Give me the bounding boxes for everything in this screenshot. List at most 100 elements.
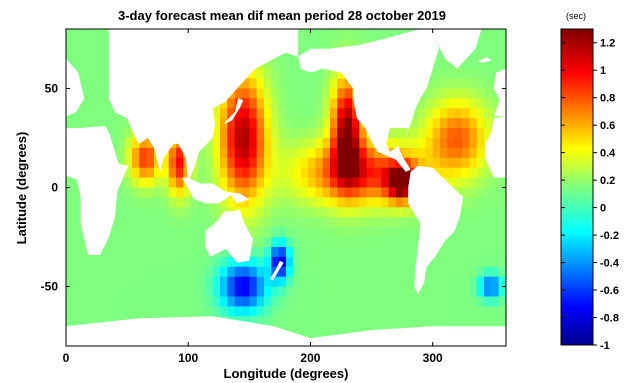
ocean-cell	[337, 237, 346, 248]
ocean-cell	[300, 217, 309, 228]
ocean-cell	[227, 286, 236, 298]
ocean-cell	[242, 167, 250, 179]
ocean-cell	[242, 256, 250, 268]
ocean-cell	[176, 187, 184, 199]
ocean-cell	[403, 187, 412, 199]
ocean-cell	[176, 246, 184, 258]
ocean-cell	[491, 88, 500, 99]
ocean-cell	[322, 29, 331, 40]
ocean-cell	[484, 98, 492, 109]
ocean-cell	[454, 266, 463, 278]
ocean-cell	[484, 118, 492, 129]
ocean-cell	[469, 207, 478, 218]
ocean-cell	[484, 286, 492, 298]
ocean-cell	[330, 276, 338, 288]
ocean-cell	[176, 167, 184, 179]
ocean-cell	[396, 276, 404, 288]
ocean-cell	[344, 286, 353, 298]
ocean-cell	[352, 246, 360, 258]
ocean-cell	[462, 237, 470, 248]
ocean-cell	[469, 276, 478, 288]
ocean-cell	[154, 246, 162, 258]
ocean-cell	[300, 167, 309, 179]
ocean-cell	[352, 276, 360, 288]
ocean-cell	[300, 157, 309, 169]
ocean-cell	[286, 108, 294, 119]
ocean-cell	[212, 137, 221, 149]
ocean-cell	[278, 128, 287, 139]
ocean-cell	[88, 316, 96, 327]
ocean-cell	[322, 147, 331, 159]
ocean-cell	[403, 177, 412, 189]
ocean-cell	[344, 157, 353, 169]
ocean-cell	[330, 316, 338, 327]
ocean-cell	[154, 187, 162, 199]
ocean-cell	[381, 227, 390, 238]
ocean-cell	[190, 256, 199, 268]
ocean-cell	[73, 177, 82, 189]
ocean-cell	[403, 197, 412, 208]
ocean-cell	[205, 296, 214, 307]
ocean-cell	[300, 256, 309, 268]
ocean-cell	[322, 296, 331, 307]
ocean-cell	[271, 78, 280, 90]
ocean-cell	[73, 58, 82, 70]
ocean-cell	[337, 38, 346, 50]
ocean-cell	[234, 306, 243, 317]
ocean-cell	[484, 227, 492, 238]
ocean-cell	[322, 217, 331, 228]
ocean-cell	[359, 246, 368, 258]
ocean-cell	[190, 217, 199, 228]
ocean-cell	[146, 197, 155, 208]
ocean-cell	[146, 256, 155, 268]
ocean-cell	[315, 326, 324, 337]
ocean-cell	[278, 227, 287, 238]
ocean-cell	[220, 147, 228, 159]
ocean-cell	[425, 137, 434, 149]
ocean-cell	[469, 296, 478, 307]
ocean-cell	[88, 88, 96, 99]
ocean-cell	[484, 217, 492, 228]
ocean-cell	[469, 118, 478, 129]
ocean-cell	[234, 147, 243, 159]
ocean-cell	[198, 147, 206, 159]
ocean-cell	[300, 88, 309, 99]
ocean-cell	[374, 246, 382, 258]
ocean-cell	[381, 276, 390, 288]
ocean-cell	[256, 78, 265, 90]
ocean-cell	[102, 58, 111, 70]
ocean-cell	[308, 187, 316, 199]
ocean-cell	[278, 68, 287, 80]
ocean-cell	[396, 227, 404, 238]
ocean-cell	[352, 197, 360, 208]
ocean-cell	[73, 286, 82, 298]
ocean-cell	[286, 296, 294, 307]
ocean-cell	[476, 137, 485, 149]
ocean-cell	[146, 177, 155, 189]
ocean-cell	[278, 316, 287, 327]
ocean-cell	[484, 246, 492, 258]
ocean-cell	[234, 296, 243, 307]
ocean-cell	[278, 207, 287, 218]
ocean-cell	[308, 88, 316, 99]
ocean-cell	[132, 137, 140, 149]
ocean-cell	[300, 286, 309, 298]
ocean-cell	[344, 306, 353, 317]
ocean-cell	[220, 197, 228, 208]
ocean-cell	[469, 88, 478, 99]
ocean-cell	[308, 246, 316, 258]
ocean-cell	[484, 306, 492, 317]
ocean-cell	[396, 237, 404, 248]
ocean-cell	[154, 296, 162, 307]
ocean-cell	[205, 217, 214, 228]
ocean-cell	[410, 147, 419, 159]
ocean-cell	[278, 167, 287, 179]
ocean-cell	[352, 177, 360, 189]
ocean-cell	[132, 266, 140, 278]
ocean-cell	[403, 157, 412, 169]
ocean-cell	[73, 266, 82, 278]
ocean-cell	[308, 118, 316, 129]
ocean-cell	[249, 88, 258, 99]
ocean-cell	[359, 137, 368, 149]
ocean-cell	[315, 108, 324, 119]
